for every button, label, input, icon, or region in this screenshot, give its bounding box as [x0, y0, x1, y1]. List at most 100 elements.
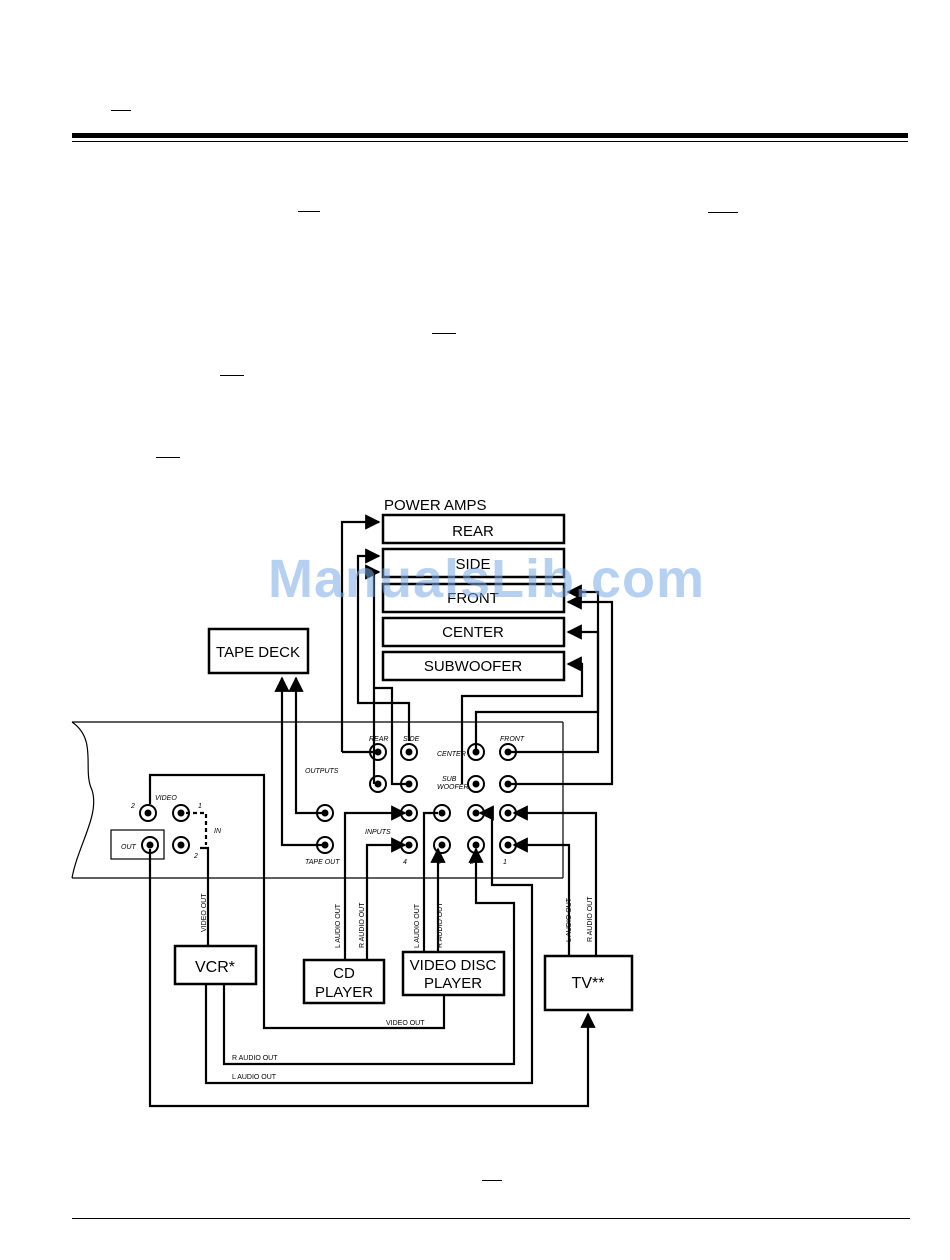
- panel-jack-num: 2: [130, 803, 135, 810]
- rca-jack-center: [146, 841, 154, 849]
- text-underline: [482, 1180, 502, 1181]
- amp-subwoofer-label: SUBWOOFER: [424, 658, 523, 675]
- wire-center: [474, 624, 600, 752]
- rca-jack-center: [504, 809, 512, 817]
- panel-out-label: OUT: [121, 844, 137, 851]
- wire-tv-l: [512, 837, 571, 956]
- panel-inputs-label: INPUTS: [365, 829, 391, 836]
- wire-vcr-l: [204, 805, 534, 1085]
- tape-deck-label: TAPE DECK: [216, 644, 300, 661]
- cd-l-audio-label: L AUDIO OUT: [335, 903, 342, 948]
- rca-jack-center: [374, 748, 382, 756]
- panel-center-label: CENTER: [437, 751, 466, 758]
- panel-video-label: VIDEO: [155, 795, 177, 802]
- wire-vcr-dashed: [186, 811, 208, 845]
- amp-side-box: [381, 547, 566, 579]
- rca-jack-center: [504, 748, 512, 756]
- panel-jack-num: 1: [503, 859, 507, 866]
- amp-rear-label: REAR: [452, 523, 494, 540]
- rca-jack-center: [472, 809, 480, 817]
- panel-front-label: FRONT: [500, 736, 525, 743]
- amp-front-box: [381, 582, 566, 614]
- cd-player-label-2: PLAYER: [315, 984, 373, 1001]
- header-thin-rule: [72, 141, 908, 142]
- panel-jack-num: 2: [469, 859, 474, 866]
- rca-jack-center: [472, 841, 480, 849]
- tv-label: TV**: [572, 975, 605, 992]
- tv-r-audio-label: R AUDIO OUT: [587, 896, 594, 942]
- rca-jack-center: [374, 780, 382, 788]
- wire-subwoofer: [460, 656, 584, 784]
- text-underline: [432, 333, 456, 334]
- tape-deck-box: [207, 627, 310, 675]
- amp-subwoofer-box: [381, 650, 566, 682]
- panel-jack-num: 4: [403, 859, 407, 866]
- rca-jack-center: [405, 748, 413, 756]
- amp-center-label: CENTER: [442, 624, 504, 641]
- cd-player-label-1: CD: [333, 965, 355, 982]
- rca-jack-center: [144, 809, 152, 817]
- panel-outputs-label: OUTPUTS: [305, 768, 339, 775]
- rca-jack-center: [405, 841, 413, 849]
- panel-jack-num: 2: [193, 853, 198, 860]
- wire-cd-l: [343, 805, 407, 960]
- vcr-video-out-label: VIDEO OUT: [201, 893, 208, 932]
- vdp-label-1: VIDEO DISC: [410, 957, 497, 974]
- tv-box: [543, 954, 634, 1012]
- rca-jack-center: [177, 841, 185, 849]
- vcr-box: [173, 944, 258, 986]
- power-amps-label: POWER AMPS: [384, 497, 487, 514]
- text-underline: [298, 211, 320, 212]
- vcr-r-audio-label: R AUDIO OUT: [232, 1055, 278, 1062]
- vdp-l-audio-label: L AUDIO OUT: [414, 903, 421, 948]
- amp-rear-box: [381, 513, 566, 545]
- rca-jack-center: [472, 780, 480, 788]
- amp-center-box: [381, 616, 566, 648]
- panel-sub-label: SUB: [442, 776, 457, 783]
- wire-tv-r: [512, 805, 598, 956]
- wire-tape-in: [288, 676, 325, 815]
- wire-rear: [340, 514, 381, 752]
- footer-rule: [72, 1218, 910, 1219]
- wire-front: [510, 584, 600, 754]
- amp-side-label: SIDE: [455, 556, 490, 573]
- panel-in-label: IN: [214, 828, 222, 835]
- text-underline: [156, 457, 180, 458]
- header-thick-rule: [72, 133, 908, 138]
- text-underline: [111, 110, 131, 111]
- rca-jack-center: [438, 809, 446, 817]
- vcr-l-audio-label: L AUDIO OUT: [232, 1074, 277, 1081]
- panel-rear-label: REAR: [369, 736, 388, 743]
- panel-jack-num: 3: [437, 859, 441, 866]
- rca-jack-center: [438, 841, 446, 849]
- cd-r-audio-label: R AUDIO OUT: [359, 902, 366, 948]
- text-underline: [220, 375, 244, 376]
- video-disc-player-box: [401, 950, 506, 997]
- wire-side-2: [365, 564, 381, 784]
- panel-jack-num: 1: [198, 803, 202, 810]
- vdp-r-audio-label: R AUDIO OUT: [437, 902, 444, 948]
- text-underline: [708, 212, 738, 213]
- vdp-video-out-label: VIDEO OUT: [386, 1020, 425, 1027]
- panel-side-label: SIDE: [403, 736, 420, 743]
- wire-side: [356, 548, 411, 741]
- wire-tv-video: [148, 849, 596, 1108]
- jack-group: [139, 743, 517, 854]
- amp-front-label: FRONT: [447, 590, 499, 607]
- tv-l-audio-label: L AUDIO OUT: [566, 897, 573, 942]
- wire-vcr-video: [200, 846, 210, 946]
- rca-jack-center: [405, 809, 413, 817]
- rca-jack-center: [504, 841, 512, 849]
- wire-front-2: [510, 594, 614, 786]
- vdp-label-2: PLAYER: [424, 975, 482, 992]
- wire-vcr-r: [222, 847, 516, 1066]
- wire-vdp-video: [148, 773, 446, 1030]
- rca-jack-center: [177, 809, 185, 817]
- rca-jack-center: [504, 780, 512, 788]
- wires: [148, 514, 614, 1108]
- watermark: ManualsLib.com: [268, 549, 706, 609]
- wire-tape-out: [274, 676, 325, 847]
- receiver-panel: [71, 721, 564, 879]
- panel-woofer-label: WOOFER: [437, 784, 469, 791]
